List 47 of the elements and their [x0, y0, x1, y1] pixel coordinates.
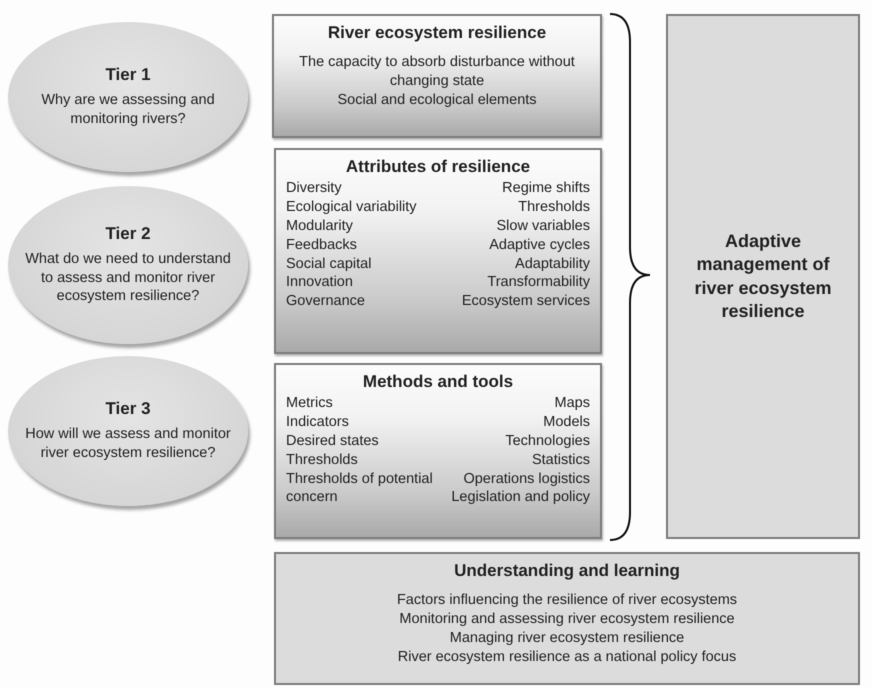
list-item: Ecological variability [286, 198, 417, 217]
list-item: Operations logistics [463, 470, 590, 488]
list-item: Indicators [286, 413, 349, 432]
tier-title: Tier 1 [105, 65, 151, 86]
tier-question: How will we assess and monitor river ecosystem resilience? [24, 425, 232, 463]
list-item: Models [543, 413, 590, 432]
list-item: Regime shifts [502, 179, 590, 198]
list-item: Modularity [286, 216, 353, 236]
list-item: Slow variables [496, 216, 590, 236]
box-text: Managing river ecosystem resilience [450, 628, 684, 648]
list-box [274, 148, 602, 354]
list-item: Metrics [286, 394, 333, 414]
box-heading: Understanding and learning [454, 560, 680, 582]
list-item: Ecosystem services [462, 292, 590, 312]
list-item: Social capital [286, 254, 372, 274]
list-item: Adaptability [515, 254, 590, 274]
learning-box [274, 552, 860, 685]
list-item: Feedbacks [286, 236, 357, 255]
box-heading: Attributes of resilience [346, 156, 530, 178]
list-item: Diversity [286, 179, 342, 198]
list-box [274, 363, 602, 539]
list-item: Statistics [532, 450, 590, 470]
list-item: Maps [554, 394, 590, 414]
box-text: The capacity to absorb disturbance without changing state [298, 53, 576, 91]
list-item: Thresholds of potential concern [286, 470, 434, 508]
management-box [666, 14, 860, 539]
list-item: Governance [286, 292, 365, 312]
box-heading: Adaptive management of river ecosystem resilience [693, 230, 833, 323]
list-item: Adaptive cycles [489, 236, 590, 255]
tier-title: Tier 3 [105, 399, 151, 420]
list-item: Thresholds [286, 450, 358, 470]
list-item: Legislation and policy [451, 488, 590, 508]
tier-title: Tier 2 [105, 224, 151, 244]
list-item: Innovation [286, 273, 353, 292]
tier-question: Why are we assessing and monitoring rivers? [40, 91, 216, 129]
box-text: Monitoring and assessing river ecosystem resilience [399, 610, 735, 629]
box-heading: River ecosystem resilience [328, 22, 546, 44]
list-item: Desired states [286, 432, 379, 451]
box-text: River ecosystem resilience as a national policy focus [398, 648, 736, 667]
box-heading: Methods and tools [362, 371, 514, 392]
box-text: Social and ecological elements [337, 90, 537, 110]
list-item: Thresholds [518, 198, 590, 217]
list-item: Transformability [487, 273, 590, 292]
concept-box [272, 14, 602, 138]
box-text: Factors influencing the resilience of river ecosystems [396, 591, 738, 610]
list-item: Technologies [505, 432, 590, 451]
tier-question: What do we need to understand to assess and monitor river ecosystem resilience? [24, 250, 232, 306]
